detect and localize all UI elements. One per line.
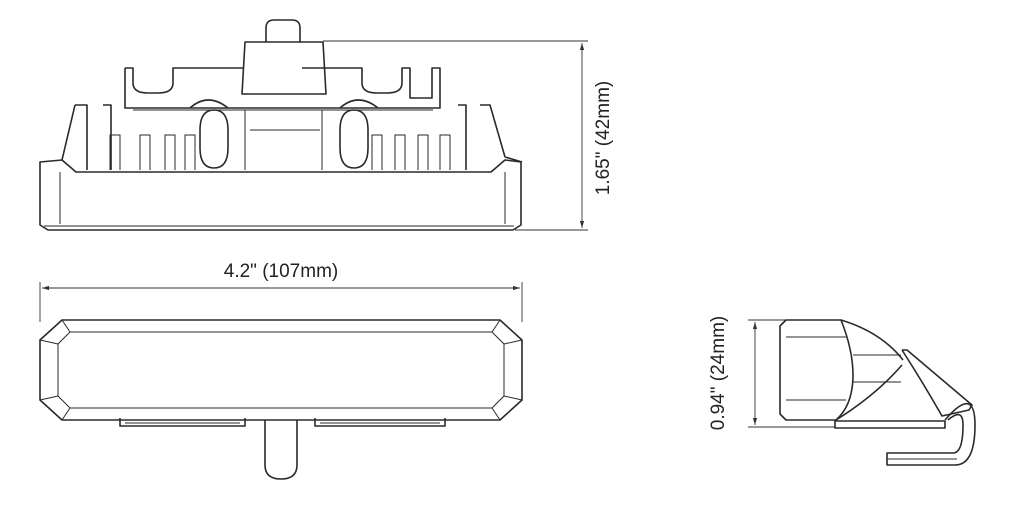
width-label: 4.2" (107mm) <box>223 261 339 282</box>
top-view <box>39 19 523 231</box>
height-dimension <box>323 40 588 231</box>
front-view <box>39 319 523 480</box>
side-view <box>748 319 976 466</box>
width-dimension <box>39 282 523 322</box>
depth-label: 0.94" (24mm) <box>708 315 729 431</box>
height-label: 1.65" (42mm) <box>593 80 614 196</box>
